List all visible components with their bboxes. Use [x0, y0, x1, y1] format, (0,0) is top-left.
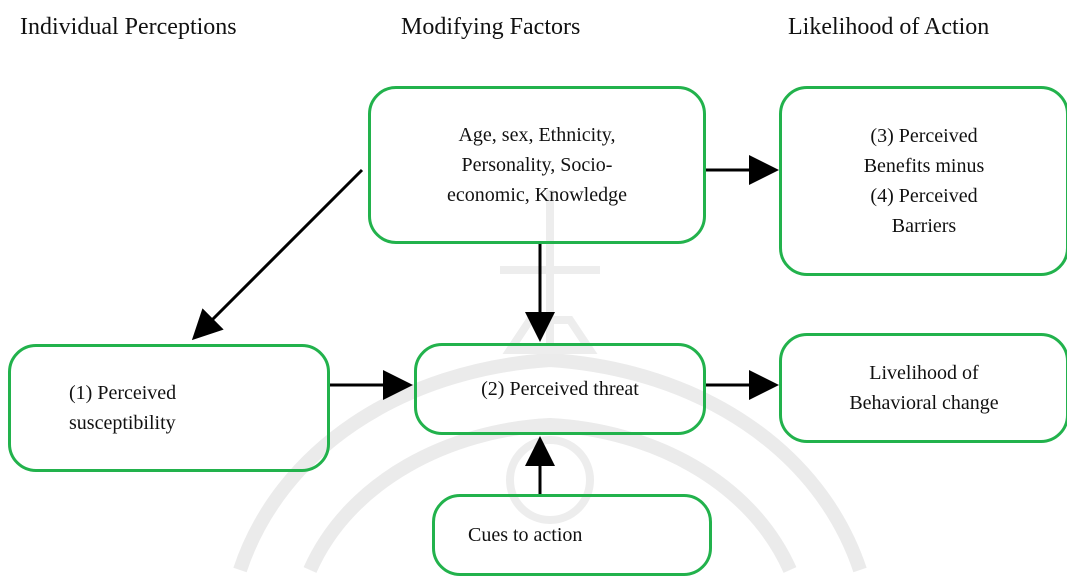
box-perceived-susceptibility: (1) Perceived susceptibility — [8, 344, 330, 472]
box-modifying-factors: Age, sex, Ethnicity, Personality, Socio-… — [368, 86, 706, 244]
header-modifying-factors: Modifying Factors — [401, 14, 581, 40]
box-benefits-minus-barriers: (3) Perceived Benefits minus (4) Perceiv… — [779, 86, 1067, 276]
header-individual-perceptions: Individual Perceptions — [20, 14, 237, 40]
box-behavioral-change: Livelihood of Behavioral change — [779, 333, 1067, 443]
header-likelihood-of-action: Likelihood of Action — [788, 14, 990, 40]
box-cues-to-action: Cues to action — [432, 494, 712, 576]
arrow-factors-to-susceptibility — [191, 168, 364, 341]
box-perceived-threat: (2) Perceived threat — [414, 343, 706, 435]
